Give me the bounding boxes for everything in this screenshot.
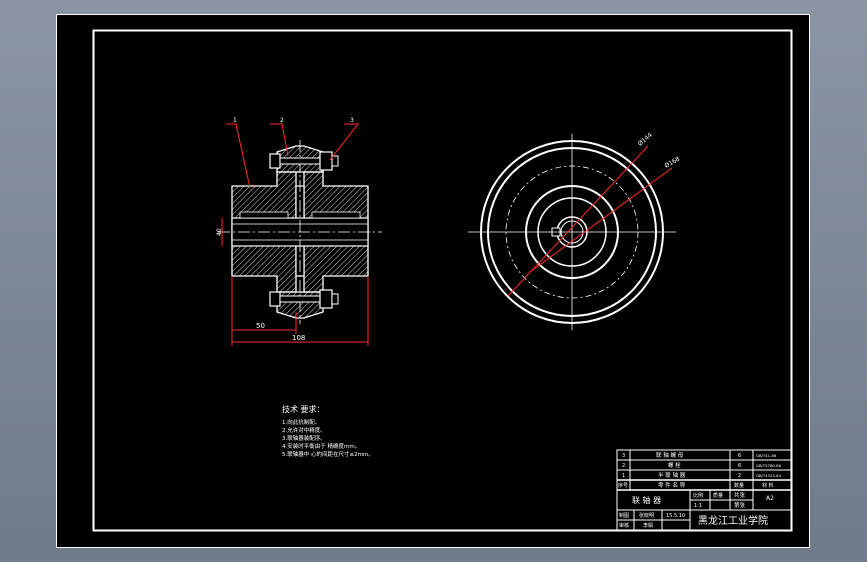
callout-3: 3: [350, 117, 354, 124]
callout-1: 1: [233, 117, 237, 124]
callout-2: 2: [280, 117, 284, 124]
sheet-label: 第张: [734, 501, 746, 509]
callout-leaders: [226, 123, 360, 189]
count-label: 共张: [734, 491, 746, 499]
tech-line-4: 4.安装时平衡由于 精确度mm。: [282, 442, 360, 450]
bom-2-name: 螺 栓: [668, 461, 681, 469]
bom-3-qty: 2: [738, 473, 741, 479]
bom-header-no: 序号: [618, 482, 628, 489]
keyway-right: [311, 211, 361, 219]
drawn-name: 张晓明: [639, 512, 654, 519]
drawn-label: 制图: [619, 512, 629, 519]
drawn-date: 15.5.10: [666, 513, 685, 519]
dim-108: 108: [292, 334, 305, 342]
tech-title: 技术 要求：: [282, 404, 325, 414]
dimension-lines: [221, 218, 369, 346]
outer-frame: [56, 14, 810, 548]
part-name: 联 轴 器: [632, 495, 661, 505]
bom-1-qty: 6: [738, 453, 741, 459]
scale-value: 1:1: [694, 503, 702, 509]
scale-label: 比例: [693, 492, 703, 499]
tech-line-5: 5.联轴器中 心的间距在尺寸≤2mm。: [282, 450, 374, 458]
bom-header-mat: 材 料: [762, 482, 774, 489]
top-bolt: [269, 151, 339, 171]
keyway-left: [239, 211, 289, 219]
check-name: 李娟: [643, 522, 653, 529]
sheet-format: A2: [766, 495, 774, 502]
bom-2-mat: GB/T5780-86: [756, 463, 782, 468]
dia-leader-2: [529, 167, 673, 273]
bom-header-name: 零 件 名 称: [658, 481, 686, 489]
tech-requirements: 技术 要求： 1.向此抗制配。 2.允许对中精度。 3.联轴器装配序。 4.安装…: [282, 404, 374, 458]
bom-text: 3 联 轴 螺 母 6 GB/T41-86 2 螺 栓 6 GB/T5780-8…: [618, 451, 782, 489]
bom-3-name: 半 联 轴 器: [658, 471, 686, 479]
check-label: 审核: [619, 522, 629, 529]
paper-background: [56, 14, 810, 548]
tech-line-2: 2.允许对中精度。: [282, 426, 326, 434]
bom-header-qty: 数量: [734, 482, 744, 489]
inner-frame: [92, 29, 793, 532]
title-text: 联 轴 器 比例 1:1 质量 共张 第张 A2 制图 张晓明 15.5.10 …: [619, 491, 774, 529]
tech-line-1: 1.向此抗制配。: [282, 418, 320, 426]
bom-1-no: 3: [622, 453, 625, 459]
section-view: 1 2 3 50 108 40: [216, 117, 382, 346]
school-name: 黑龙江工业学院: [698, 514, 768, 527]
title-block: [616, 449, 792, 531]
tech-line-3: 3.联轴器装配序。: [282, 434, 326, 442]
bom-1-mat: GB/T41-86: [756, 453, 777, 458]
bom-2-qty: 6: [738, 463, 741, 469]
bom-2-no: 2: [622, 463, 625, 469]
mass-label: 质量: [713, 492, 723, 499]
bom-1-name: 联 轴 螺 母: [656, 451, 684, 459]
dim-bore: 40: [216, 228, 223, 236]
bom-3-mat: GB/T4323-84: [756, 473, 782, 478]
dim-50: 50: [256, 322, 265, 330]
bottom-bolt: [269, 289, 339, 309]
bom-3-no: 1: [622, 473, 625, 479]
